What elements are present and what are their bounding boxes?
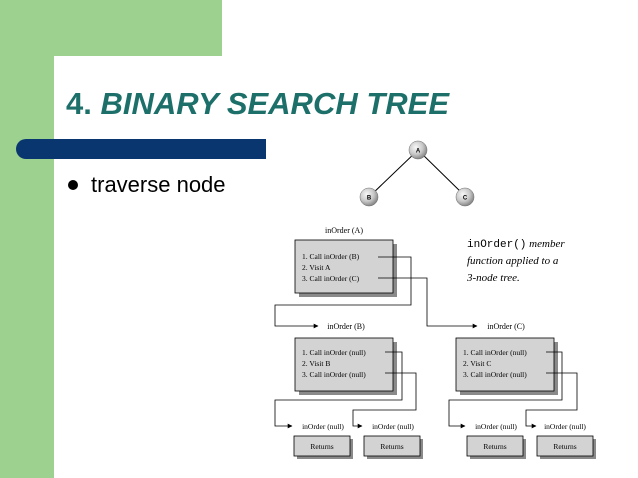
green-sidebar xyxy=(0,0,54,478)
slide-title: 4. BINARY SEARCH TREE xyxy=(66,86,449,122)
returns-label-2: Returns xyxy=(380,442,403,451)
call-c-title: inOrder (C) xyxy=(487,322,525,331)
tree-node-a-label: A xyxy=(416,149,421,155)
call-c-step-3: 3. Call inOrder (null) xyxy=(463,370,527,379)
arrow-a-to-c xyxy=(378,277,478,329)
arrow-c-to-null-right xyxy=(525,372,578,429)
binary-tree: A B C xyxy=(359,140,475,207)
call-c-step-2: 2. Visit C xyxy=(463,359,491,368)
tree-node-c-label: C xyxy=(463,196,468,202)
arrow-c-to-null-left xyxy=(448,351,563,429)
returns-box-2: Returns xyxy=(363,435,423,459)
diagram-caption: inOrder() member function applied to a 3… xyxy=(466,238,565,284)
connectors-a xyxy=(274,256,478,329)
call-b-box xyxy=(294,337,394,392)
caption-line-1: inOrder() member xyxy=(467,238,565,251)
arrow-b-to-null-right xyxy=(352,372,417,429)
arrow-b-to-null-left xyxy=(274,351,403,429)
tree-node-c xyxy=(455,187,475,207)
returns-box-1: Returns xyxy=(293,435,353,459)
tree-node-b xyxy=(359,187,379,207)
call-b-title: inOrder (B) xyxy=(327,322,365,331)
call-b-step-1: 1. Call inOrder (null) xyxy=(302,348,366,357)
caption-code: inOrder() xyxy=(467,239,526,251)
caption-line-2: function applied to a xyxy=(467,255,559,267)
returns-label-3: Returns xyxy=(483,442,506,451)
bullet-item: traverse node xyxy=(68,172,226,198)
call-a-title: inOrder (A) xyxy=(325,226,363,235)
title-number: 4. xyxy=(66,86,92,121)
tree-node-a xyxy=(408,140,428,160)
arrow-a-to-b xyxy=(274,256,412,329)
tree-node-b-label: B xyxy=(367,196,372,202)
call-c-box xyxy=(455,337,555,392)
call-a-step-3: 3. Call inOrder (C) xyxy=(302,274,360,283)
call-frame-b: 1. Call inOrder (null) 2. Visit B 3. Cal… xyxy=(294,337,397,395)
connectors-b xyxy=(274,351,417,429)
null-call-label-4: inOrder (null) xyxy=(544,422,586,431)
call-a-step-1: 1. Call inOrder (B) xyxy=(302,252,360,261)
caption-line-1-rest: member xyxy=(526,238,565,250)
returns-box-4: Returns xyxy=(536,435,596,459)
returns-label-4: Returns xyxy=(553,442,576,451)
returns-label-1: Returns xyxy=(310,442,333,451)
tree-edge-right xyxy=(417,149,466,197)
call-c-step-1: 1. Call inOrder (null) xyxy=(463,348,527,357)
call-b-step-3: 3. Call inOrder (null) xyxy=(302,370,366,379)
null-call-label-3: inOrder (null) xyxy=(475,422,517,431)
call-a-step-2: 2. Visit A xyxy=(302,263,331,272)
title-underline-bar xyxy=(16,139,266,159)
tree-edge-left xyxy=(369,149,419,197)
connectors-c xyxy=(448,351,578,429)
returns-box-3: Returns xyxy=(466,435,526,459)
bullet-text: traverse node xyxy=(91,172,226,197)
null-call-label-1: inOrder (null) xyxy=(302,422,344,431)
caption-line-3: 3-node tree. xyxy=(466,272,520,284)
title-text: BINARY SEARCH TREE xyxy=(100,86,450,121)
bullet-icon xyxy=(68,180,78,190)
call-a-box xyxy=(294,239,394,294)
call-frame-c: 1. Call inOrder (null) 2. Visit C 3. Cal… xyxy=(455,337,558,395)
call-frame-a: inOrder (A) 1. Call inOrder (B) 2. Visit… xyxy=(294,226,397,297)
null-call-label-2: inOrder (null) xyxy=(372,422,414,431)
call-b-step-2: 2. Visit B xyxy=(302,359,330,368)
